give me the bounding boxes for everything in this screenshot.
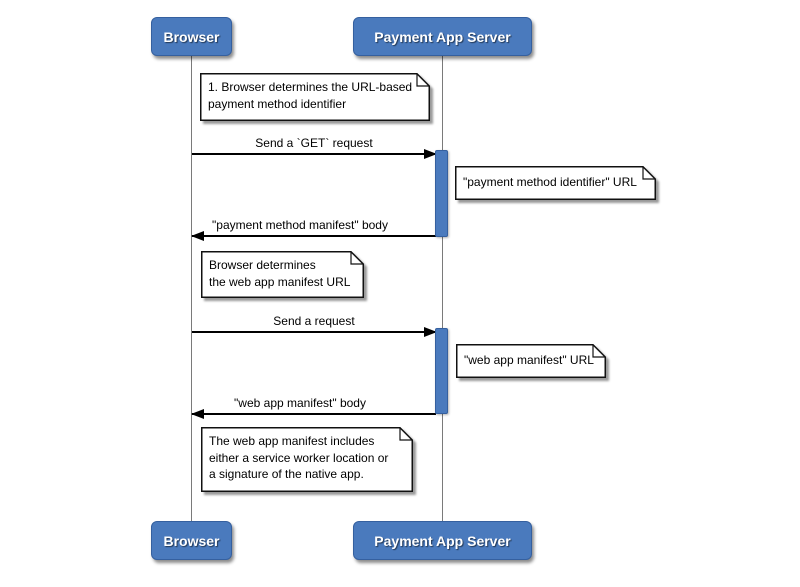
note-shape bbox=[201, 251, 364, 298]
note-line: the web app manifest URL bbox=[209, 274, 351, 289]
actor-payment-app-server-top: Payment App Server bbox=[353, 17, 532, 56]
note-browser-determines-web-app-manifest-url: Browser determines the web app manifest … bbox=[201, 251, 364, 298]
note-web-app-manifest-contents: The web app manifest includes either a s… bbox=[201, 427, 413, 492]
arrow-left-icon bbox=[191, 231, 204, 241]
note-line: payment method identifier bbox=[208, 96, 347, 111]
actor-label: Browser bbox=[163, 532, 220, 549]
message-label: "payment method manifest" body bbox=[212, 218, 388, 232]
actor-payment-app-server-bottom: Payment App Server bbox=[353, 521, 532, 560]
lifeline-payment-app-server bbox=[442, 56, 443, 521]
actor-browser-bottom: Browser bbox=[151, 521, 232, 560]
note-line: either a service worker location or bbox=[209, 450, 389, 465]
arrow-left-icon bbox=[191, 409, 204, 419]
note-line: a signature of the native app. bbox=[209, 467, 364, 481]
arrow-right-icon bbox=[424, 327, 437, 337]
note-web-app-manifest-url: "web app manifest" URL bbox=[456, 344, 606, 378]
note-line: "payment method identifier" URL bbox=[463, 175, 637, 189]
message-line bbox=[192, 327, 437, 337]
message-web-app-manifest-body: "web app manifest" body bbox=[191, 396, 436, 419]
note-browser-determines-pmi: 1. Browser determines the URL-based paym… bbox=[200, 73, 430, 121]
actor-label: Payment App Server bbox=[374, 28, 511, 45]
message-payment-method-manifest-body: "payment method manifest" body bbox=[191, 218, 436, 241]
message-send-request: Send a request bbox=[192, 314, 437, 337]
message-label: Send a request bbox=[273, 314, 355, 328]
message-label: "web app manifest" body bbox=[234, 396, 366, 410]
message-line bbox=[191, 409, 436, 419]
note-payment-method-identifier-url: "payment method identifier" URL bbox=[455, 166, 656, 200]
note-line: Browser determines bbox=[209, 258, 316, 272]
note-line: 1. Browser determines the URL-based bbox=[208, 80, 413, 94]
note-shape bbox=[455, 166, 656, 200]
arrow-right-icon bbox=[424, 149, 437, 159]
activation-bar-server-2 bbox=[435, 328, 448, 414]
activation-bar-server-1 bbox=[435, 150, 448, 237]
actor-label: Payment App Server bbox=[374, 532, 511, 549]
note-line: The web app manifest includes bbox=[209, 434, 375, 448]
actor-label: Browser bbox=[163, 28, 220, 45]
note-shape bbox=[200, 73, 430, 121]
actor-browser-top: Browser bbox=[151, 17, 232, 56]
message-line bbox=[192, 149, 437, 159]
message-send-get-request: Send a `GET` request bbox=[192, 136, 437, 159]
message-label: Send a `GET` request bbox=[255, 136, 373, 150]
message-line bbox=[191, 231, 436, 241]
note-shape bbox=[456, 344, 606, 378]
note-line: "web app manifest" URL bbox=[464, 353, 594, 367]
lifeline-browser bbox=[191, 56, 192, 521]
note-shape bbox=[201, 427, 413, 492]
